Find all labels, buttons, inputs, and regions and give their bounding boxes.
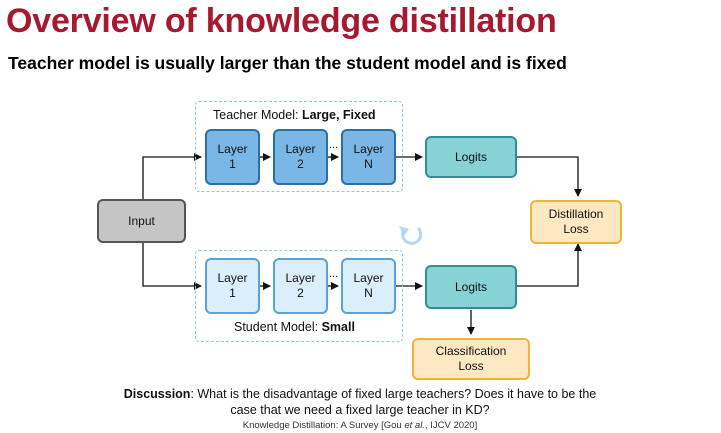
student-logits: Logits: [425, 265, 517, 309]
teacher-layer-n: Layer N: [341, 129, 396, 185]
classification-loss: Classification Loss: [412, 338, 530, 380]
teacher-model-group: [195, 101, 403, 192]
teacher-layer-2: Layer 2: [273, 129, 328, 185]
teacher-logits: Logits: [425, 136, 517, 178]
refresh-icon: [399, 226, 423, 245]
student-model-label: Student Model: Small: [234, 320, 355, 334]
discussion-text: Discussion: What is the disadvantage of …: [123, 387, 597, 417]
student-layer-2: Layer 2: [273, 258, 328, 314]
student-layer-1: Layer 1: [205, 258, 260, 314]
student-ellipsis: ...: [329, 268, 339, 280]
slide-title: Overview of knowledge distillation: [6, 2, 557, 40]
teacher-ellipsis: ...: [329, 139, 339, 151]
teacher-layer-1: Layer 1: [205, 129, 260, 185]
input-box: Input: [97, 199, 186, 243]
teacher-model-label: Teacher Model: Large, Fixed: [213, 108, 376, 122]
citation: Knowledge Distillation: A Survey [Gou et…: [242, 420, 478, 431]
student-layer-n: Layer N: [341, 258, 396, 314]
student-model-group: [195, 250, 403, 342]
distillation-loss: Distillation Loss: [530, 200, 622, 244]
slide-subtitle: Teacher model is usually larger than the…: [8, 53, 567, 73]
